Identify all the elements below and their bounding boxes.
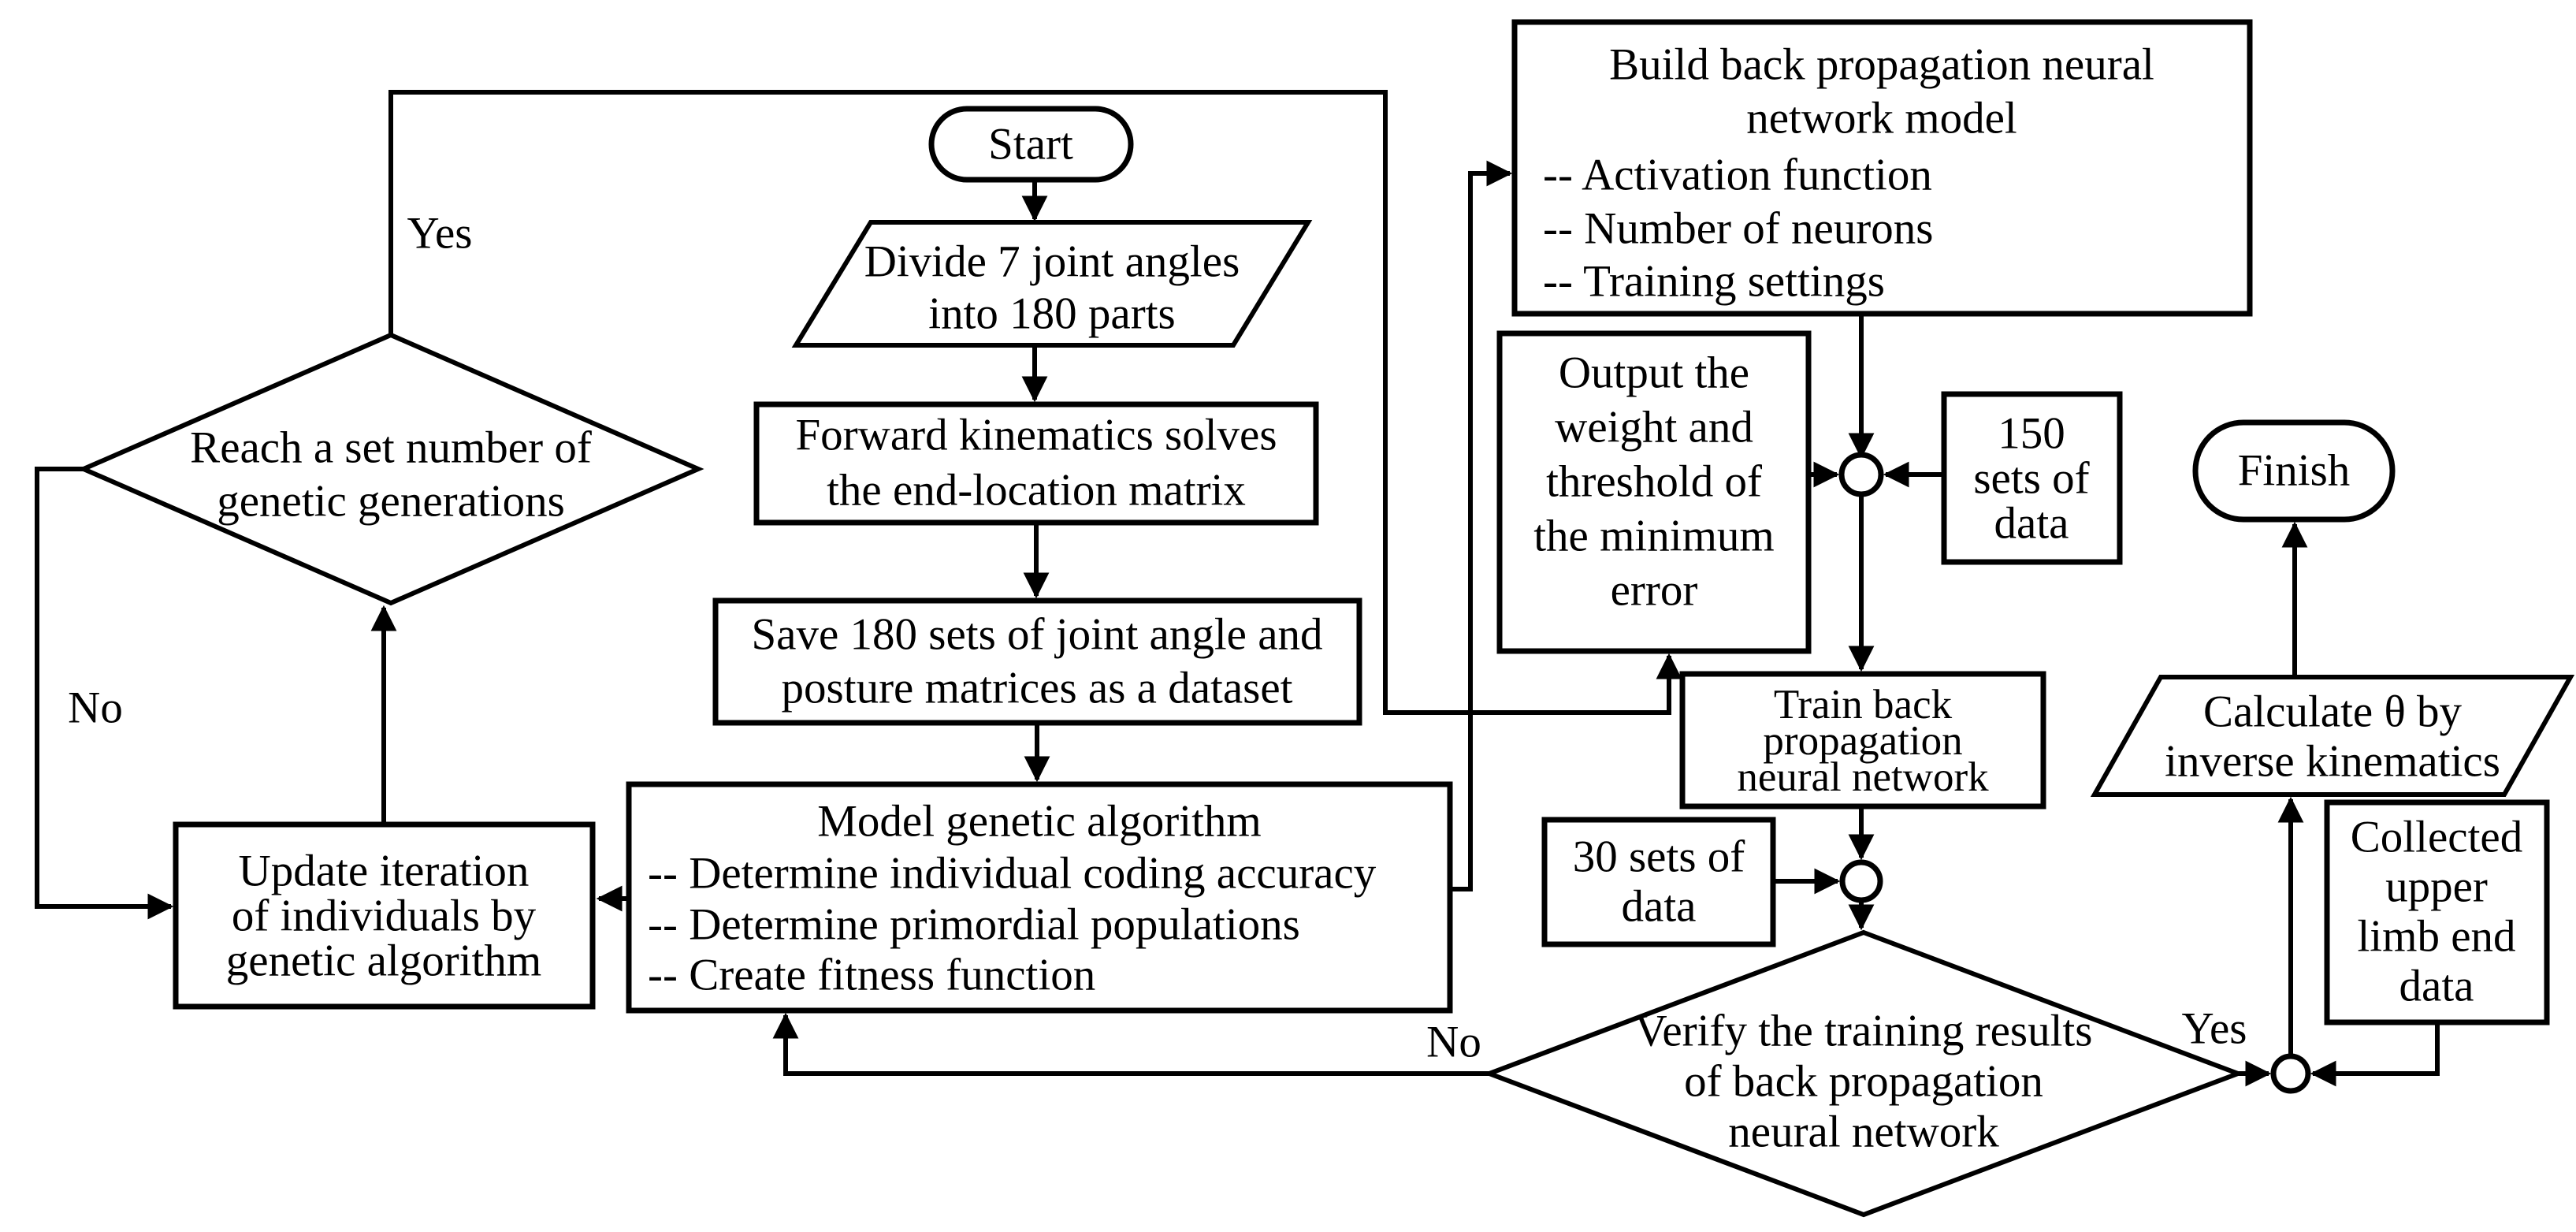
buildbp-title-2: network model <box>1746 94 2017 143</box>
sets150-line-3: data <box>1994 499 2069 549</box>
junction-circle-train-inputs <box>1838 452 1884 497</box>
ga-bullet-1: -- Determine individual coding accuracy <box>648 849 1377 899</box>
node-save-dataset: Save 180 sets of joint angle and posture… <box>712 597 1362 726</box>
buildbp-bullet-2: -- Number of neurons <box>1543 204 1933 254</box>
verify-line-2: of back propagation <box>1684 1057 2043 1107</box>
start-terminator <box>928 106 1134 183</box>
verify-line-1: Verify the training results <box>1635 1007 2093 1056</box>
reach-line-2: genetic generations <box>217 477 565 527</box>
calculate-line-1: Calculate θ by <box>2203 687 2463 737</box>
collected-data-box <box>2324 799 2550 1025</box>
train-line-2: propagation <box>1763 718 1962 764</box>
node-update-iteration: Update iteration of individuals by genet… <box>173 821 596 1010</box>
sets150-line-1: 150 <box>1998 409 2065 459</box>
train-line-1: Train back <box>1774 682 1953 728</box>
ga-process-box <box>626 781 1453 1014</box>
forward-line-1: Forward kinematics solves <box>795 411 1277 460</box>
sets30-line-2: data <box>1622 882 1697 932</box>
collected-line-4: data <box>2399 962 2474 1011</box>
edges <box>35 90 2440 1087</box>
divide-line-1: Divide 7 joint angles <box>864 237 1240 287</box>
save-line-1: Save 180 sets of joint angle and <box>751 610 1322 660</box>
start-label: Start <box>988 120 1073 169</box>
collected-line-3: limb end <box>2357 912 2515 962</box>
node-forward-kinematics: Forward kinematics solves the end-locati… <box>753 401 1319 526</box>
node-divide: Divide 7 joint angles into 180 parts <box>791 220 1313 348</box>
output-line-4: the minimum <box>1533 512 1775 561</box>
save-line-2: posture matrices as a dataset <box>782 664 1293 713</box>
calculate-parallelogram <box>2090 675 2575 797</box>
collected-line-1: Collected <box>2351 813 2522 862</box>
output-process-box <box>1496 330 1812 654</box>
train-process-box <box>1679 671 2046 810</box>
train-line-3: neural network <box>1737 754 1989 800</box>
finish-label: Finish <box>2238 446 2351 496</box>
label-no-reach: No <box>68 683 123 733</box>
forward-line-2: the end-location matrix <box>827 466 1246 516</box>
node-collected-data: Collected upper limb end data <box>2324 799 2550 1025</box>
verify-line-3: neural network <box>1728 1107 1999 1157</box>
sets150-data-box <box>1941 391 2123 565</box>
output-line-3: threshold of <box>1546 457 1762 507</box>
collected-line-2: upper <box>2385 862 2488 912</box>
finish-terminator <box>2192 419 2396 523</box>
verify-diamond <box>1482 929 2245 1218</box>
node-train-bp: Train back propagation neural network <box>1679 671 2046 810</box>
output-line-5: error <box>1611 566 1698 616</box>
node-150-sets: 150 sets of data <box>1941 391 2123 565</box>
ga-title: Model genetic algorithm <box>817 797 1262 847</box>
sets30-line-1: 30 sets of <box>1573 832 1745 882</box>
edge-ga-to-buildbp <box>1450 160 1513 891</box>
node-30-sets: 30 sets of data <box>1541 817 1776 947</box>
edge-reach-yes-to-output <box>388 90 1682 715</box>
node-verify-decision: Verify the training results of back prop… <box>1482 929 2245 1218</box>
sets30-data-box <box>1541 817 1776 947</box>
junction-circle-verify-inputs <box>1839 859 1883 903</box>
reach-diamond <box>77 332 704 606</box>
edge-reach-no-to-update <box>35 467 174 920</box>
edge-collected-to-junction3 <box>2310 1022 2440 1087</box>
node-calculate-theta: Calculate θ by inverse kinematics <box>2090 675 2575 797</box>
divide-line-2: into 180 parts <box>928 289 1175 339</box>
node-finish: Finish <box>2192 419 2396 523</box>
buildbp-process-box <box>1511 19 2253 317</box>
label-yes-reach: Yes <box>407 209 473 259</box>
save-process-box <box>712 597 1362 726</box>
sets150-line-2: sets of <box>1973 454 2089 504</box>
label-no-verify: No <box>1426 1018 1481 1067</box>
ga-bullet-2: -- Determine primordial populations <box>648 900 1300 950</box>
update-process-box <box>173 821 596 1010</box>
label-yes-verify: Yes <box>2182 1004 2247 1054</box>
update-line-1: Update iteration <box>239 847 530 896</box>
divide-parallelogram <box>791 220 1313 348</box>
node-model-ga: Model genetic algorithm -- Determine ind… <box>626 781 1453 1014</box>
buildbp-bullet-1: -- Activation function <box>1543 151 1932 200</box>
forward-process-box <box>753 401 1319 526</box>
update-line-2: of individuals by <box>232 891 537 941</box>
node-start: Start <box>928 106 1134 183</box>
output-line-2: weight and <box>1555 403 1753 452</box>
junction-circle-calculate-inputs <box>2270 1053 2311 1094</box>
reach-line-1: Reach a set number of <box>190 423 592 473</box>
calculate-line-2: inverse kinematics <box>2165 737 2500 787</box>
buildbp-title-1: Build back propagation neural <box>1609 40 2154 90</box>
output-line-1: Output the <box>1559 348 1749 398</box>
node-reach-decision: Reach a set number of genetic generation… <box>77 332 704 606</box>
edge-verify-no-to-ga <box>772 1012 1489 1076</box>
ga-bullet-3: -- Create fitness function <box>648 951 1095 1000</box>
buildbp-bullet-3: -- Training settings <box>1543 257 1885 307</box>
node-build-bp: Build back propagation neural network mo… <box>1511 19 2253 317</box>
update-line-3: genetic algorithm <box>226 936 541 986</box>
node-output-weights: Output the weight and threshold of the m… <box>1496 330 1812 654</box>
